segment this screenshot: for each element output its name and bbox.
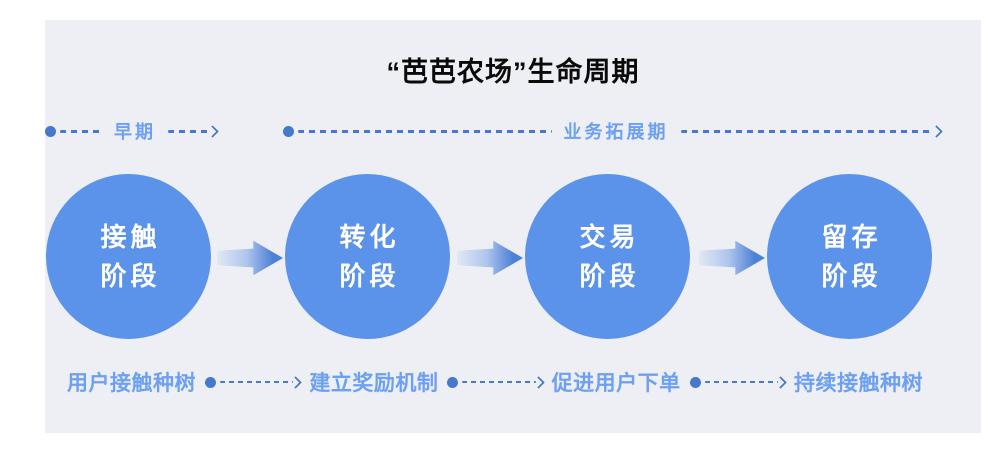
dashed-line (704, 380, 778, 384)
stage-label-line: 接触 (100, 221, 161, 252)
stage-label-line: 阶段 (339, 260, 400, 291)
action-label-contact-trees: 用户接触种树 (67, 372, 196, 395)
arrow-right-icon (289, 375, 303, 389)
stage-label-line: 交易 (579, 221, 640, 252)
arrow-right-icon (531, 375, 545, 389)
flow-arrow-icon (217, 240, 283, 276)
timeline-early-phase: 早期 (45, 122, 219, 142)
diagram-title: “芭芭农场”生命周期 (386, 57, 640, 87)
timeline-start-dot-icon (45, 125, 56, 137)
action-row: 用户接触种树 建立奖励机制 促进用户下单 持续接触种树 (67, 369, 923, 395)
dotted-arrow-connector (205, 375, 303, 389)
stage-label-line: 留存 (821, 221, 882, 252)
stage-label-line: 阶段 (579, 260, 640, 291)
connector-dot-icon (689, 376, 701, 388)
lifecycle-panel: “芭芭农场”生命周期 早期 业务拓展期 接触 阶段 转化 阶段 交易 (45, 20, 981, 433)
stage-circle-retention: 留存 阶段 (767, 174, 932, 339)
dotted-arrow-connector (689, 375, 787, 389)
arrow-right-icon (206, 124, 219, 138)
timeline-early-label: 早期 (114, 122, 156, 142)
timeline-expansion-label: 业务拓展期 (563, 122, 669, 142)
dashed-line (168, 129, 210, 133)
stage-circle-conversion: 转化 阶段 (285, 174, 450, 339)
connector-dot-icon (447, 376, 459, 388)
dashed-line (60, 129, 102, 133)
dotted-arrow-connector (447, 375, 545, 389)
arrow-right-icon (774, 375, 787, 389)
stage-circle-contact: 接触 阶段 (46, 174, 211, 339)
dashed-line (462, 380, 536, 384)
timeline-expansion-phase: 业务拓展期 (283, 122, 943, 142)
dashed-line (680, 129, 934, 133)
action-label-promote-orders: 促进用户下单 (551, 372, 681, 395)
flow-arrow-icon (457, 240, 523, 276)
stage-label-line: 阶段 (100, 260, 161, 291)
dashed-line (298, 129, 552, 133)
timeline-start-dot-icon (283, 125, 294, 137)
stage-circle-transaction: 交易 阶段 (525, 174, 690, 339)
flow-arrow-icon (699, 240, 765, 276)
arrow-right-icon (930, 124, 943, 138)
stage-label-line: 转化 (339, 221, 400, 252)
stage-label-line: 阶段 (821, 260, 882, 291)
connector-dot-icon (205, 376, 216, 388)
action-label-continuous-contact: 持续接触种树 (793, 372, 923, 395)
dashed-line (220, 380, 294, 384)
action-label-reward-mechanism: 建立奖励机制 (309, 372, 439, 395)
